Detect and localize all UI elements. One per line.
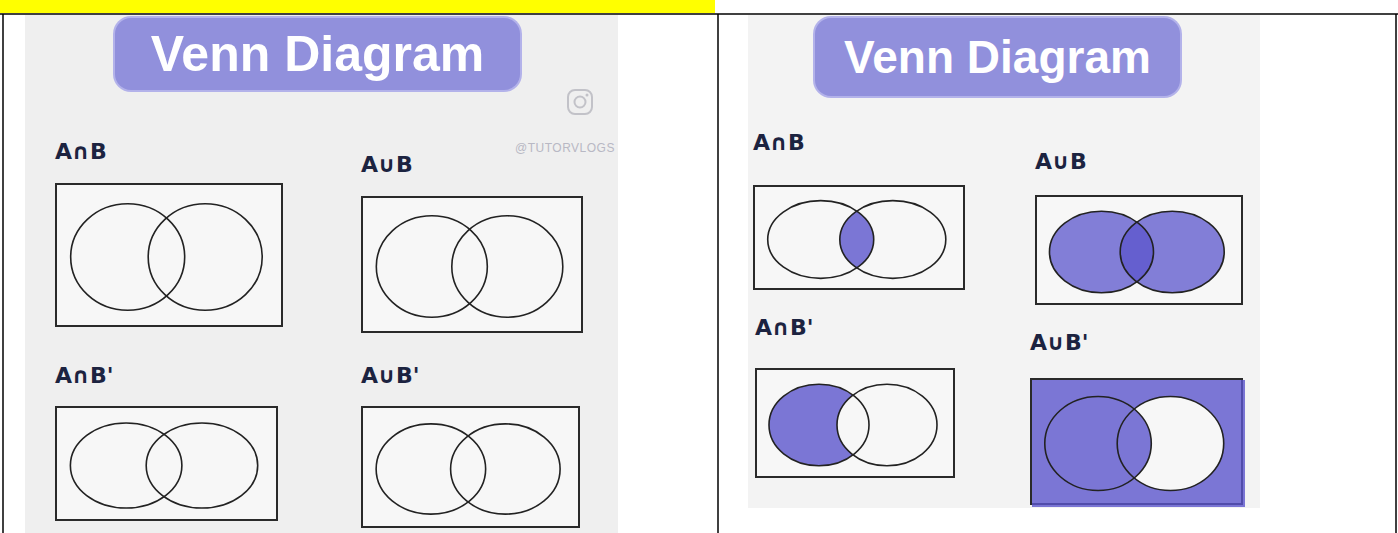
- set-label: A∩B': [55, 364, 113, 388]
- set-b-circle: [1120, 211, 1224, 292]
- venn-panel: A∩B: [753, 131, 965, 290]
- highlight-strip: [0, 0, 715, 13]
- venn-circles: [1037, 197, 1245, 307]
- venn-circles: [363, 198, 585, 335]
- set-a-circle: [71, 204, 185, 311]
- set-a-circle: [1045, 397, 1152, 491]
- set-a-circle: [376, 216, 487, 317]
- set-a-circle: [1049, 211, 1153, 292]
- set-a-circle: [70, 423, 182, 508]
- set-b-circle: [1117, 397, 1224, 491]
- set-label: A∪B: [1035, 150, 1087, 174]
- venn-circles: [755, 187, 967, 292]
- shaded-region: [1049, 211, 1224, 292]
- set-b-circle: [148, 204, 262, 311]
- set-b-circle: [837, 384, 937, 465]
- universal-set-box: [361, 406, 580, 528]
- set-label: A∩B': [755, 316, 813, 340]
- venn-panel: A∪B: [361, 153, 583, 333]
- set-b-circle: [840, 201, 946, 279]
- venn-circles: [57, 185, 285, 329]
- table-rule: [0, 13, 1398, 15]
- set-a-circle: [376, 424, 486, 514]
- title-box: Venn Diagram: [815, 18, 1180, 96]
- set-label: A∩B: [55, 140, 107, 164]
- set-label: A∪B': [361, 364, 419, 388]
- photo-ground: [748, 15, 1260, 508]
- universal-set-box: [55, 183, 283, 327]
- set-label: A∩B: [753, 131, 805, 155]
- venn-panel: A∩B': [755, 316, 955, 478]
- title-box: Venn Diagram: [115, 18, 520, 90]
- set-b-circle: [146, 423, 258, 508]
- shaded-region: [768, 201, 874, 279]
- set-a-circle: [768, 201, 874, 279]
- shaded-region: [1032, 380, 1245, 507]
- venn-circles: [1032, 380, 1245, 507]
- venn-panel: A∪B': [1030, 331, 1243, 505]
- universal-set-box: [1035, 195, 1243, 305]
- table-rule: [1395, 14, 1397, 533]
- set-label: A∪B': [1030, 331, 1088, 355]
- venn-circles: [57, 408, 280, 523]
- universal-set-box: [753, 185, 965, 290]
- watermark: @TUTORVLOGS: [515, 141, 615, 155]
- table-rule: [717, 14, 719, 533]
- venn-panel: A∩B': [55, 364, 278, 521]
- table-rule: [2, 14, 4, 533]
- venn-panel: A∪B': [361, 364, 580, 528]
- title-text: Venn Diagram: [151, 29, 484, 79]
- universal-set-box: [1030, 378, 1243, 505]
- venn-panel: A∪B: [1035, 150, 1243, 305]
- title-text: Venn Diagram: [844, 34, 1151, 80]
- instagram-icon: [568, 90, 592, 114]
- universal-set-box: [55, 406, 278, 521]
- set-label: A∪B: [361, 153, 413, 177]
- set-a-circle: [769, 384, 869, 465]
- set-b-circle: [452, 216, 563, 317]
- venn-circles: [363, 408, 582, 530]
- universal-set-box: [755, 368, 955, 478]
- set-b-circle: [451, 424, 560, 514]
- photo-ground: [25, 15, 618, 533]
- venn-panel: A∩B: [55, 140, 283, 327]
- universal-set-box: [361, 196, 583, 333]
- shaded-region: [769, 384, 869, 465]
- venn-circles: [757, 370, 957, 480]
